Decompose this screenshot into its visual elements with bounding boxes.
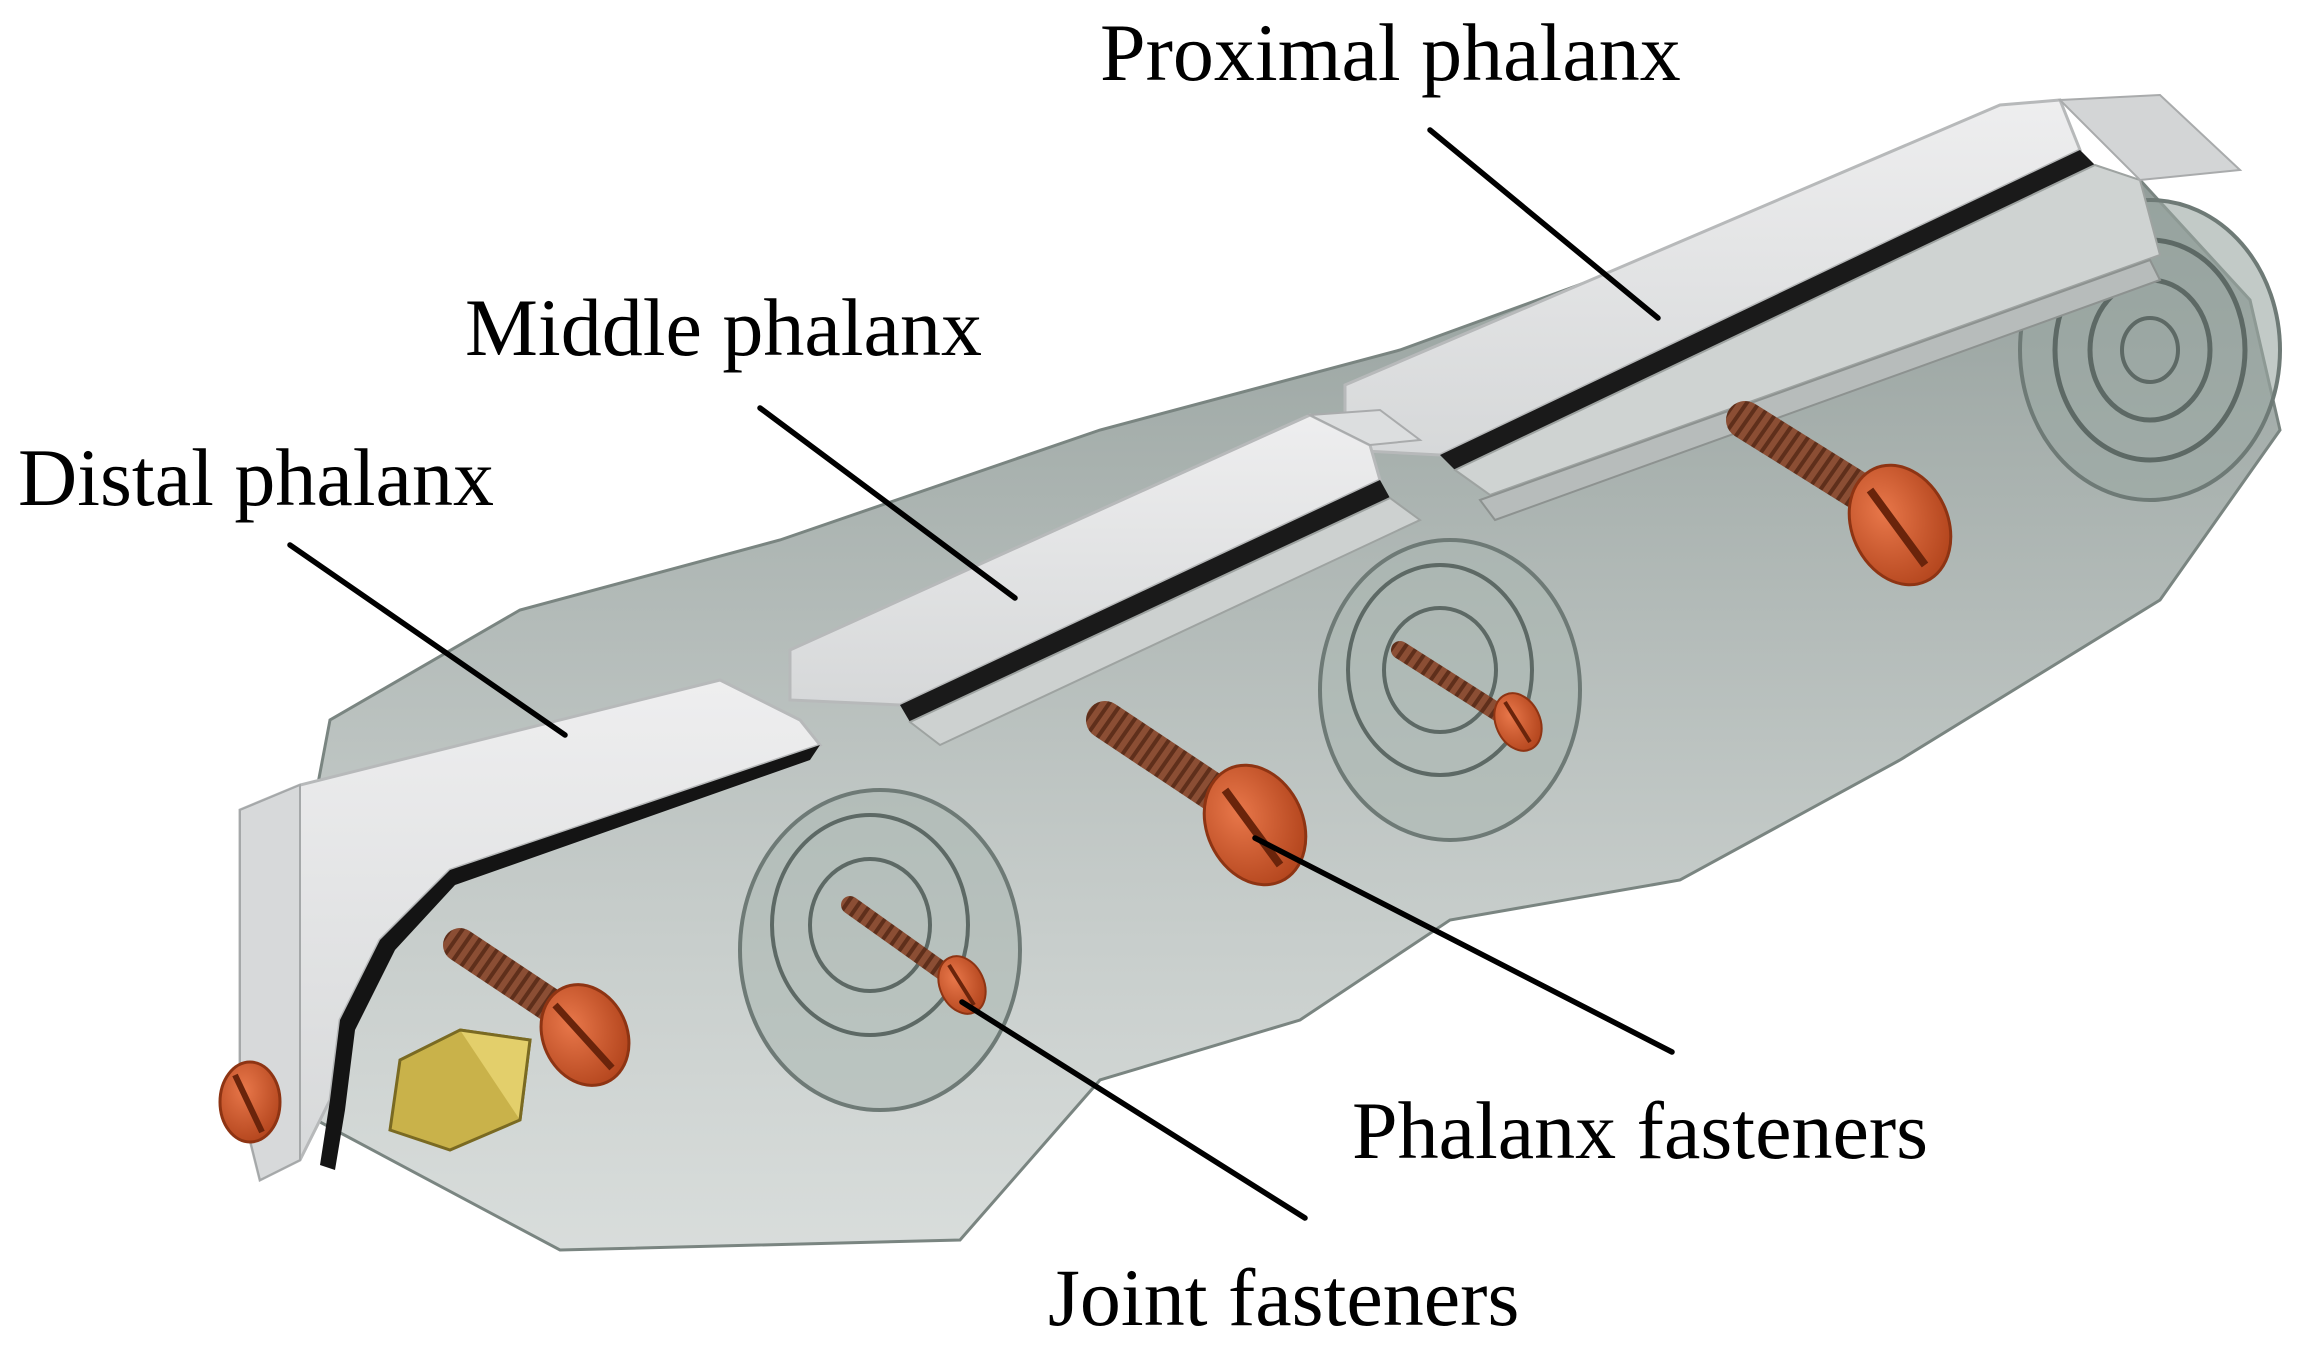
leader-proximal — [1427, 127, 1661, 321]
leader-lines — [287, 127, 1675, 1221]
phalanx-fastener-middle — [1086, 701, 1308, 887]
joint-fastener-tip — [218, 1060, 282, 1144]
labels: Proximal phalanx Middle phalanx Distal p… — [18, 7, 1928, 1343]
finger-illustration — [218, 93, 2282, 1252]
label-phalanx-fasteners: Phalanx fasteners — [1352, 1085, 1928, 1176]
leader-middle — [757, 405, 1018, 601]
label-joint-fasteners: Joint fasteners — [1048, 1252, 1519, 1343]
middle-phalanx-shell — [788, 408, 1423, 747]
label-proximal-phalanx: Proximal phalanx — [1100, 7, 1681, 98]
phalanx-fastener-proximal — [1726, 401, 1953, 587]
leader-joint-fasteners — [959, 999, 1308, 1221]
joint-fastener-distal — [841, 896, 987, 1015]
proximal-phalanx-shell — [1343, 93, 2243, 522]
leader-phalanx-fasteners — [1252, 835, 1675, 1055]
phalanx-fastener-distal — [443, 928, 631, 1087]
distal-joint-bearing — [738, 788, 1022, 1112]
label-middle-phalanx: Middle phalanx — [465, 282, 982, 373]
joint-fastener-middle — [1391, 641, 1543, 752]
leader-distal — [287, 542, 568, 738]
label-distal-phalanx: Distal phalanx — [18, 432, 494, 523]
